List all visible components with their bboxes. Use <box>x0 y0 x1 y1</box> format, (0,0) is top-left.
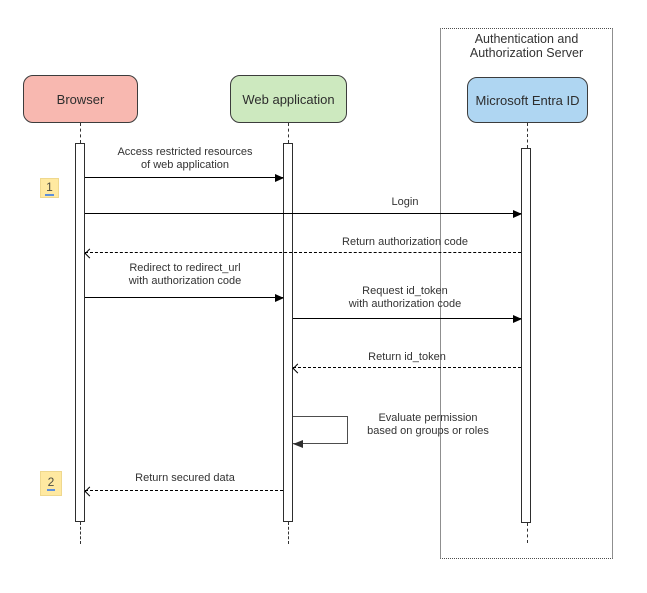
message-access-restricted-arrow <box>85 174 284 182</box>
auth-server-group-title: Authentication and Authorization Server <box>440 32 613 60</box>
message-evaluate-permission-self-loop <box>293 416 348 448</box>
actor-web-app: Web application <box>230 75 347 123</box>
message-request-id-token-label: Request id_token with authorization code <box>349 285 462 311</box>
step-badge-2[interactable]: 2 <box>40 471 62 496</box>
actor-browser: Browser <box>23 75 138 123</box>
message-redirect-line2: with authorization code <box>128 275 242 287</box>
web-app-activation-bar <box>283 143 293 522</box>
actor-browser-label: Browser <box>56 91 105 107</box>
message-redirect-label: Redirect to redirect_url with authorizat… <box>129 262 242 288</box>
message-evaluate-permission-line1: Evaluate permission <box>378 412 478 424</box>
auth-server-group-title-line1: Authentication and <box>474 32 579 46</box>
open-arrowhead-left-icon <box>84 248 95 259</box>
message-return-auth-code-text: Return authorization code <box>342 236 468 248</box>
message-access-restricted-line1: Access restricted resources <box>117 146 253 158</box>
step-badge-1[interactable]: 1 <box>40 178 59 198</box>
arrowhead-right-icon <box>513 315 522 323</box>
arrowhead-right-icon <box>275 294 284 302</box>
arrowhead-right-icon <box>513 210 522 218</box>
arrowhead-left-icon <box>293 440 303 448</box>
entra-lifeline-bottom <box>527 523 528 543</box>
open-arrowhead-left-icon <box>292 363 303 374</box>
actor-web-app-label: Web application <box>242 91 335 107</box>
message-return-id-token-label: Return id_token <box>368 351 446 364</box>
message-login-arrow <box>85 210 522 218</box>
message-return-secured-data-text: Return secured data <box>135 472 235 484</box>
auth-server-group-frame <box>440 28 613 559</box>
message-login-text: Login <box>391 196 419 208</box>
message-login-label: Login <box>392 196 419 209</box>
message-redirect-arrow <box>85 294 284 302</box>
entra-lifeline-top <box>527 123 528 148</box>
message-evaluate-permission-label: Evaluate permission based on groups or r… <box>367 412 489 438</box>
message-access-restricted-line2: of web application <box>140 159 230 171</box>
message-evaluate-permission-line2: based on groups or roles <box>367 425 489 437</box>
browser-lifeline-top <box>80 123 81 143</box>
message-return-secured-data-label: Return secured data <box>135 472 235 485</box>
actor-entra: Microsoft Entra ID <box>467 77 588 123</box>
message-return-secured-data-arrow <box>84 486 283 497</box>
message-access-restricted-label: Access restricted resources of web appli… <box>117 146 252 172</box>
auth-server-group-title-line2: Authorization Server <box>469 46 584 60</box>
message-return-auth-code-label: Return authorization code <box>342 236 468 249</box>
step-badge-2-number: 2 <box>46 475 56 491</box>
message-request-id-token-arrow <box>293 315 522 323</box>
web-app-lifeline-bottom <box>288 522 289 544</box>
browser-activation-bar <box>75 143 85 522</box>
message-return-auth-code-arrow <box>84 248 521 259</box>
message-request-id-token-line2: with authorization code <box>348 298 462 310</box>
actor-entra-label: Microsoft Entra ID <box>475 92 580 108</box>
arrowhead-right-icon <box>275 174 284 182</box>
browser-lifeline-bottom <box>80 522 81 544</box>
step-badge-1-number: 1 <box>45 179 54 196</box>
entra-activation-bar <box>521 148 531 523</box>
message-request-id-token-line1: Request id_token <box>362 285 448 297</box>
open-arrowhead-left-icon <box>84 486 95 497</box>
message-redirect-line1: Redirect to redirect_url <box>129 262 241 274</box>
message-return-id-token-text: Return id_token <box>368 351 446 363</box>
message-return-id-token-arrow <box>292 363 521 374</box>
web-app-lifeline-top <box>288 123 289 143</box>
